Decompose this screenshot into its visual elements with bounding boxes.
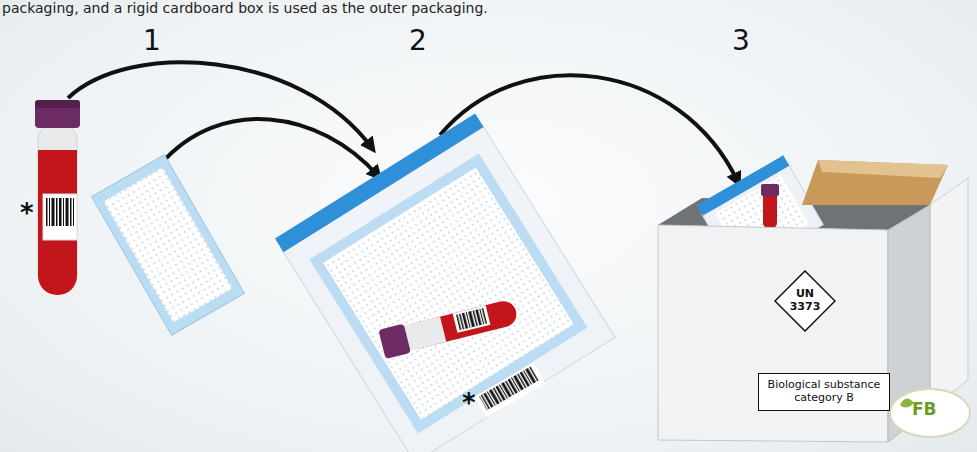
specimen-bag — [275, 114, 615, 452]
bag-barcode — [475, 363, 546, 418]
un-number: UN 3373 — [788, 288, 822, 313]
label-box: Biological substance category B — [758, 373, 890, 411]
asterisk-mark: * — [462, 388, 476, 418]
blood-tube — [35, 100, 80, 295]
substance-label: Biological substance category B — [762, 379, 886, 404]
asterisk-mark: * — [20, 198, 34, 228]
hazard-diamond: UN 3373 — [774, 270, 836, 332]
logo-badge — [890, 389, 970, 437]
step-number: 1 — [143, 24, 161, 57]
absorbent-pad — [92, 155, 245, 336]
step-number: 2 — [409, 24, 427, 57]
blood-tube — [378, 297, 519, 359]
caption-text: packaging, and a rigid cardboard box is … — [2, 0, 488, 16]
logo-text: FB — [912, 399, 937, 419]
cardboard-box — [658, 155, 968, 442]
step-number: 3 — [732, 24, 750, 57]
